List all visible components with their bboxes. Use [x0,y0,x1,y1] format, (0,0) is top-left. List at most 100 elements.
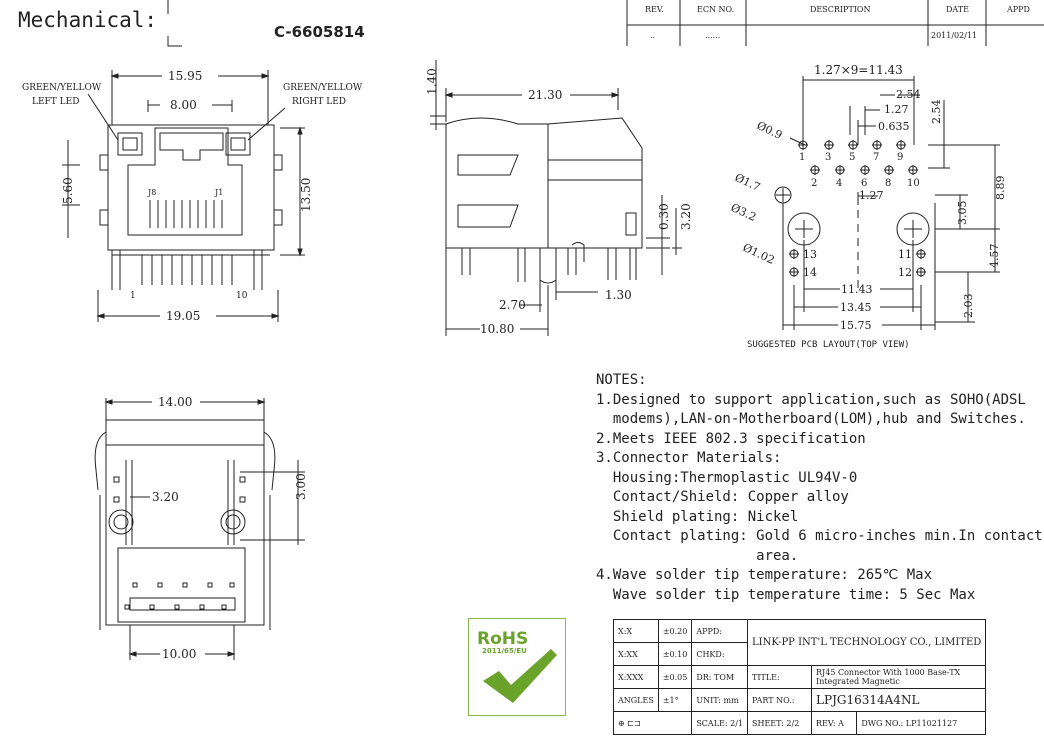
dim-bottom-1400: 14.00 [158,395,192,409]
dim-pcb-305: 3.05 [956,201,969,226]
dim-bottom-300: 3.00 [294,473,308,500]
pcb-pin-bot-6-cross [860,165,870,175]
note-line-11: Wave solder tip temperature time: 5 Sec … [596,586,976,603]
rev-header-desc: DESCRIPTION [810,5,870,14]
pcb-caption: SUGGESTED PCB LAYOUT(TOP VIEW) [747,340,910,350]
part-number: LPJG16314A4NL [811,688,987,712]
rev-cell: REV: A [811,711,858,735]
pin-top-5: 5 [849,152,855,163]
page-title: Mechanical: [18,8,158,32]
pin-bot-2: 2 [811,178,817,189]
dim-bottom-1000: 10.00 [162,647,196,661]
checkmark-icon [483,649,557,703]
pcb-pin-top-1-cross [798,140,808,150]
dim-pcb-203: 2.03 [962,294,975,319]
title-label: TITLE: [746,665,813,689]
dim-front-inner: 8.00 [170,98,197,112]
dim-side-030: 0.30 [657,203,671,230]
note-line-1: 1.Designed to support application,such a… [596,391,1026,408]
tol-xxx-label: X:XXX [613,665,659,689]
rev-header-appd: APPD [1006,5,1030,14]
pcb-pin-bot-8-cross [884,165,894,175]
pin-top-3: 3 [825,152,831,163]
bottom-pin-8 [174,604,180,610]
dim-side-320: 3.20 [679,203,693,230]
hole-17-label: Ø1.7 [733,171,763,194]
pin-14-label: 14 [803,266,817,279]
pin-bot-10: 10 [907,178,920,189]
pcb-pin-top-3-cross [824,140,834,150]
pin-12-label: 12 [898,266,912,279]
bottom-pin-2 [157,582,163,588]
pcb-pin-top-7-cross [872,140,882,150]
dim-pcb-1143: 11.43 [841,283,873,296]
dim-pcb-889: 8.89 [994,176,1007,201]
tol-x-value: ±0.20 [657,619,693,643]
unit-cell: UNIT: mm [691,688,748,712]
bottom-pin-4 [207,582,213,588]
pin-top-1: 1 [799,152,805,163]
note-line-3: 2.Meets IEEE 802.3 specification [596,430,866,447]
part-label: PART NO.: [746,688,813,712]
dim-side-270: 2.70 [499,298,526,312]
dim-front-bottom: 19.05 [166,309,200,323]
sheet-cell: SHEET: 2/2 [746,711,813,735]
tol-xx-value: ±0.10 [657,642,693,666]
left-led-label-2: LEFT LED [32,97,79,107]
dim-pcb-254a: 2.54 [896,88,921,101]
dim-front-width: 15.95 [168,69,202,83]
note-line-6: Contact/Shield: Copper alloy [596,489,849,505]
front-view: GREEN/YELLOW LEFT LED GREEN/YELLOW RIGHT… [22,69,363,323]
dim-side-1080: 10.80 [480,322,514,336]
dim-pcb-0635: 0.635 [878,120,910,133]
appd-label: APPD: [691,619,748,643]
chkd-label: CHKD: [691,642,748,666]
note-line-10: 4.Wave solder tip temperature: 265℃ Max [596,567,933,583]
bottom-pin-6 [124,604,130,610]
dim-side-130: 1.30 [605,288,632,302]
rohs-logo: RoHS 2011/65/EU [468,618,566,716]
dim-pcb-457: 4.57 [988,244,1001,269]
pin-bot-4: 4 [836,178,842,189]
right-led-label-1: GREEN/YELLOW [283,83,363,93]
company-name: LINK-PP INT'L TECHNOLOGY CO., LIMITED [746,619,987,666]
bottom-pin-5 [229,582,235,588]
projection-icon: ⊕ ⊏⊐ [612,711,693,735]
pcb-pin-bot-10-cross [908,165,918,175]
rev-header-rev: REV. [645,5,664,14]
dim-side-top: 1.40 [425,68,439,95]
hole-09-label: Ø0.9 [755,119,785,142]
dim-bottom-320: 3.20 [152,490,179,504]
dim-side-length: 21.30 [528,88,562,102]
angles-value: ±1° [657,688,693,712]
drawn-by: DR: TOM [691,665,748,689]
side-view: 21.30 1.40 0.30 3.20 2.70 1.30 10.80 [425,60,693,336]
pcb-pin-bot-4-cross [835,165,845,175]
note-line-5: Housing:Thermoplastic UL94V-0 [596,469,858,486]
rev-header-date: DATE [946,5,969,14]
pin-13-label: 13 [803,248,817,261]
rev-value-rev: .. [650,31,655,40]
revision-table: REV. ECN NO. DESCRIPTION DATE APPD .. ..… [626,0,1044,46]
rev-header-ecn: ECN NO. [697,5,734,14]
note-line-7: Shield plating: Nickel [596,508,799,525]
left-led-label-1: GREEN/YELLOW [22,83,102,93]
pcb-layout: 1.27×9=11.43 2.54 1.27 0.635 2.54 Ø0.9 1… [729,63,1007,350]
tol-xx-label: X:XX [613,642,659,666]
pin-top-9: 9 [897,152,903,163]
notes-block: NOTES: 1.Designed to support application… [596,371,1043,605]
bottom-pin-1 [132,582,138,588]
note-line-8: Contact plating: Gold 6 micro-inches min… [596,528,1043,544]
pin-j1-label: J1 [214,188,223,197]
bottom-view: 14.00 3.20 3.00 10.00 [94,395,308,661]
scale-cell: SCALE: 2/1 [691,711,748,735]
dwg-cell: DWG NO.: LP11021127 [856,711,987,735]
rohs-directive: 2011/65/EU [482,647,527,655]
dim-pcb-1575: 15.75 [840,319,872,332]
rev-value-ecn: ...... [705,31,720,40]
pcb-pin-top-9-cross [896,140,906,150]
rohs-label: RoHS [477,629,529,649]
rev-value-date: 2011/02/11 [931,31,977,40]
